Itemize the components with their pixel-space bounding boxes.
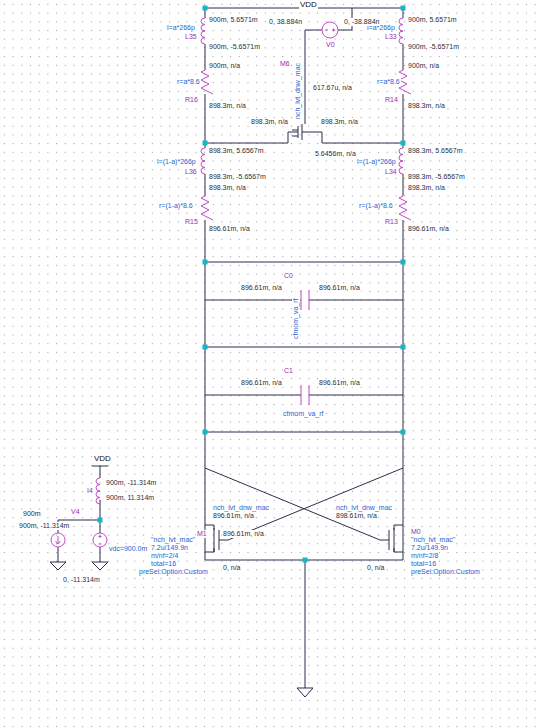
- parameter-label: l=a*266p: [166, 24, 196, 32]
- operating-point-value: 0, -11.314m: [62, 576, 101, 584]
- operating-point-value: 898.3m, n/a: [407, 184, 446, 192]
- connection-dots: [98, 6, 406, 563]
- operating-point-value: 898.3m, 5.6567m: [208, 147, 264, 155]
- instance-name: L34: [384, 168, 398, 176]
- operating-point-value: 900m, -5.6571m: [407, 43, 460, 51]
- resistor-symbol: [201, 70, 213, 94]
- parameter-label: cfmom_va_rf: [282, 410, 324, 418]
- operating-point-value: 898.3m, 5.6567m: [407, 147, 463, 155]
- net-name: VDD: [93, 455, 112, 463]
- operating-point-value: 896.61m, n/a: [318, 284, 361, 292]
- operating-point-value: 896.61m, n/a: [240, 284, 283, 292]
- instance-name: R14: [384, 96, 399, 104]
- parameter-label: r=a*8.6: [176, 78, 201, 86]
- operating-point-value: 0, n/a: [366, 564, 386, 572]
- parameter-label: r=a*8.6: [376, 78, 401, 86]
- operating-point-value: 0, 38.884n: [268, 18, 303, 26]
- operating-point-value: 896.61m, n/a: [318, 379, 361, 387]
- operating-point-value: 900m: [22, 510, 42, 518]
- operating-point-value: 0, n/a: [222, 564, 242, 572]
- instance-name: L36: [184, 168, 198, 176]
- operating-point-value: 898.3m, n/a: [250, 118, 289, 126]
- parameter-label: r=(1-a)*8.6: [158, 202, 194, 210]
- net-name: VDD: [299, 1, 318, 9]
- operating-point-value: 898.3m, n/a: [320, 118, 359, 126]
- parameter-label: l=(1-a)*266p: [356, 158, 397, 166]
- instance-name: V0: [325, 41, 336, 49]
- parameter-label: m/nf=2/8: [410, 552, 439, 560]
- parameter-label: 7.2u/149.9n: [410, 544, 449, 552]
- operating-point-value: 898.3m, n/a: [407, 102, 446, 110]
- operating-point-value: 900m, -11.314m: [105, 479, 157, 487]
- inductor-symbol: [399, 148, 403, 174]
- instance-name: I4: [86, 487, 94, 495]
- parameter-label: nch_lvt_dnw_mac: [335, 504, 393, 512]
- instance-name: L35: [184, 33, 198, 41]
- parameter-label: r=(1-a)*8.6: [358, 202, 394, 210]
- inductor-symbol: [201, 148, 205, 174]
- operating-point-value: 896.61m, n/a: [212, 512, 255, 520]
- operating-point-value: 898.3m, -5.6567m: [208, 173, 267, 181]
- inductor-symbol: [201, 18, 205, 44]
- operating-point-value: 896.61m, n/a: [407, 225, 450, 233]
- operating-point-value: 896.61m, n/a: [222, 530, 265, 538]
- operating-point-value: 0, -38.884n: [343, 18, 380, 26]
- resistor-symbol: [399, 196, 411, 220]
- resistor-symbol: [399, 70, 411, 94]
- operating-point-value: 900m, 5.6571m: [407, 16, 458, 24]
- instance-name: M0: [410, 528, 422, 536]
- wires: [50, 8, 403, 697]
- parameter-label: l=(1-a)*266p: [156, 158, 197, 166]
- instance-name: C0: [283, 272, 294, 280]
- parameter-label: "nch_lvt_mac": [150, 536, 196, 544]
- parameter-label: nch_lvt_dnw_mac: [294, 62, 302, 120]
- parameter-label: "nch_lvt_mac": [410, 536, 456, 544]
- instance-name: R15: [184, 218, 199, 226]
- instance-name: L33: [384, 33, 398, 41]
- instance-name: C1: [283, 367, 294, 375]
- resistor-symbol: [201, 196, 213, 220]
- operating-point-value: 900m, n/a: [407, 62, 440, 70]
- operating-point-value: 5.6456m, n/a: [314, 150, 357, 158]
- component-symbols: [51, 18, 411, 547]
- inductor-symbol: [399, 18, 403, 44]
- operating-point-value: 896.61m, n/a: [208, 225, 251, 233]
- inductor-symbol: [96, 478, 100, 504]
- parameter-label: preSel:Option:Custom: [138, 568, 209, 576]
- operating-point-value: 900m, 5.6571m: [208, 16, 259, 24]
- parameter-label: nch_lvt_dnw_mac: [212, 504, 270, 512]
- instance-name: M1: [196, 530, 208, 538]
- operating-point-value: 898.3m, n/a: [208, 102, 247, 110]
- operating-point-value: 900m, n/a: [208, 62, 241, 70]
- parameter-label: total=16: [410, 560, 437, 568]
- operating-point-value: 898.3m, n/a: [208, 184, 247, 192]
- instance-name: R13: [384, 218, 399, 226]
- parameter-label: vdc=900.0m: [108, 545, 148, 553]
- operating-point-value: 900m, -5.6571m: [208, 43, 261, 51]
- instance-name: M6: [279, 60, 291, 68]
- instance-name: R16: [184, 96, 199, 104]
- parameter-label: total=16: [150, 560, 177, 568]
- operating-point-value: 898.61m, n/a: [335, 512, 378, 520]
- operating-point-value: 896.61m, n/a: [240, 379, 283, 387]
- parameter-label: cfmom_va_rf: [292, 298, 300, 340]
- operating-point-value: 900m, 11.314m: [105, 494, 155, 502]
- parameter-label: 7.2u/149.9n: [150, 544, 189, 552]
- parameter-label: m/nf=2/4: [150, 552, 179, 560]
- operating-point-value: 617.67u, n/a: [312, 84, 353, 92]
- operating-point-value: 900m, -11.314m: [18, 522, 70, 530]
- instance-name: V4: [70, 508, 81, 516]
- parameter-label: preSel:Option:Custom: [410, 568, 481, 576]
- operating-point-value: 898.3m, -5.6567m: [407, 173, 466, 181]
